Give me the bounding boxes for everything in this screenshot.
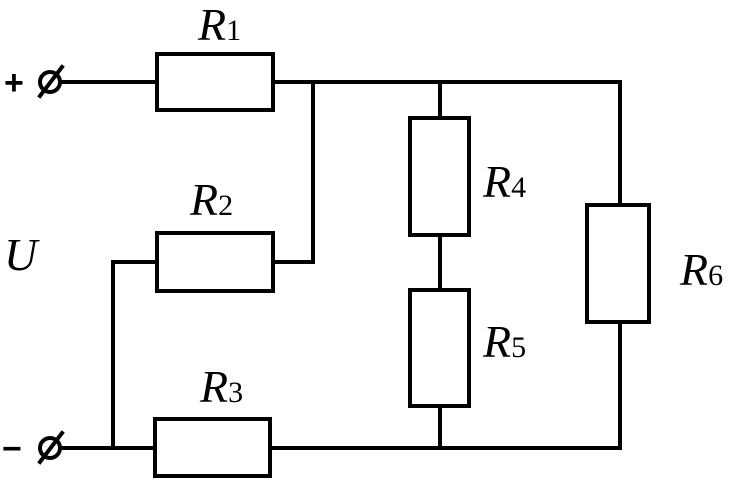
terminal-plus: + (4, 64, 65, 102)
resistors (153, 52, 651, 478)
resistor-r2 (155, 231, 275, 293)
terminal-plus-slash (37, 64, 65, 99)
labels: U R1 R2 R3 R4 R5 R6 (4, 0, 723, 412)
plus-sign: + (4, 64, 24, 102)
label-r2: R2 (189, 174, 233, 225)
resistor-r6 (585, 203, 651, 324)
terminal-minus: − (2, 430, 65, 468)
label-r6: R6 (679, 244, 723, 295)
terminal-minus-slash (37, 430, 65, 465)
minus-sign: − (2, 430, 22, 468)
resistor-r1 (155, 52, 275, 112)
resistor-r3 (153, 417, 272, 478)
voltage-label: U (4, 229, 40, 280)
label-r5: R5 (482, 316, 526, 367)
resistor-r4 (408, 116, 471, 237)
wires (58, 80, 622, 450)
resistor-r5 (408, 288, 471, 408)
label-r1: R1 (197, 0, 241, 50)
label-r3: R3 (199, 361, 243, 412)
label-r4: R4 (482, 156, 526, 207)
